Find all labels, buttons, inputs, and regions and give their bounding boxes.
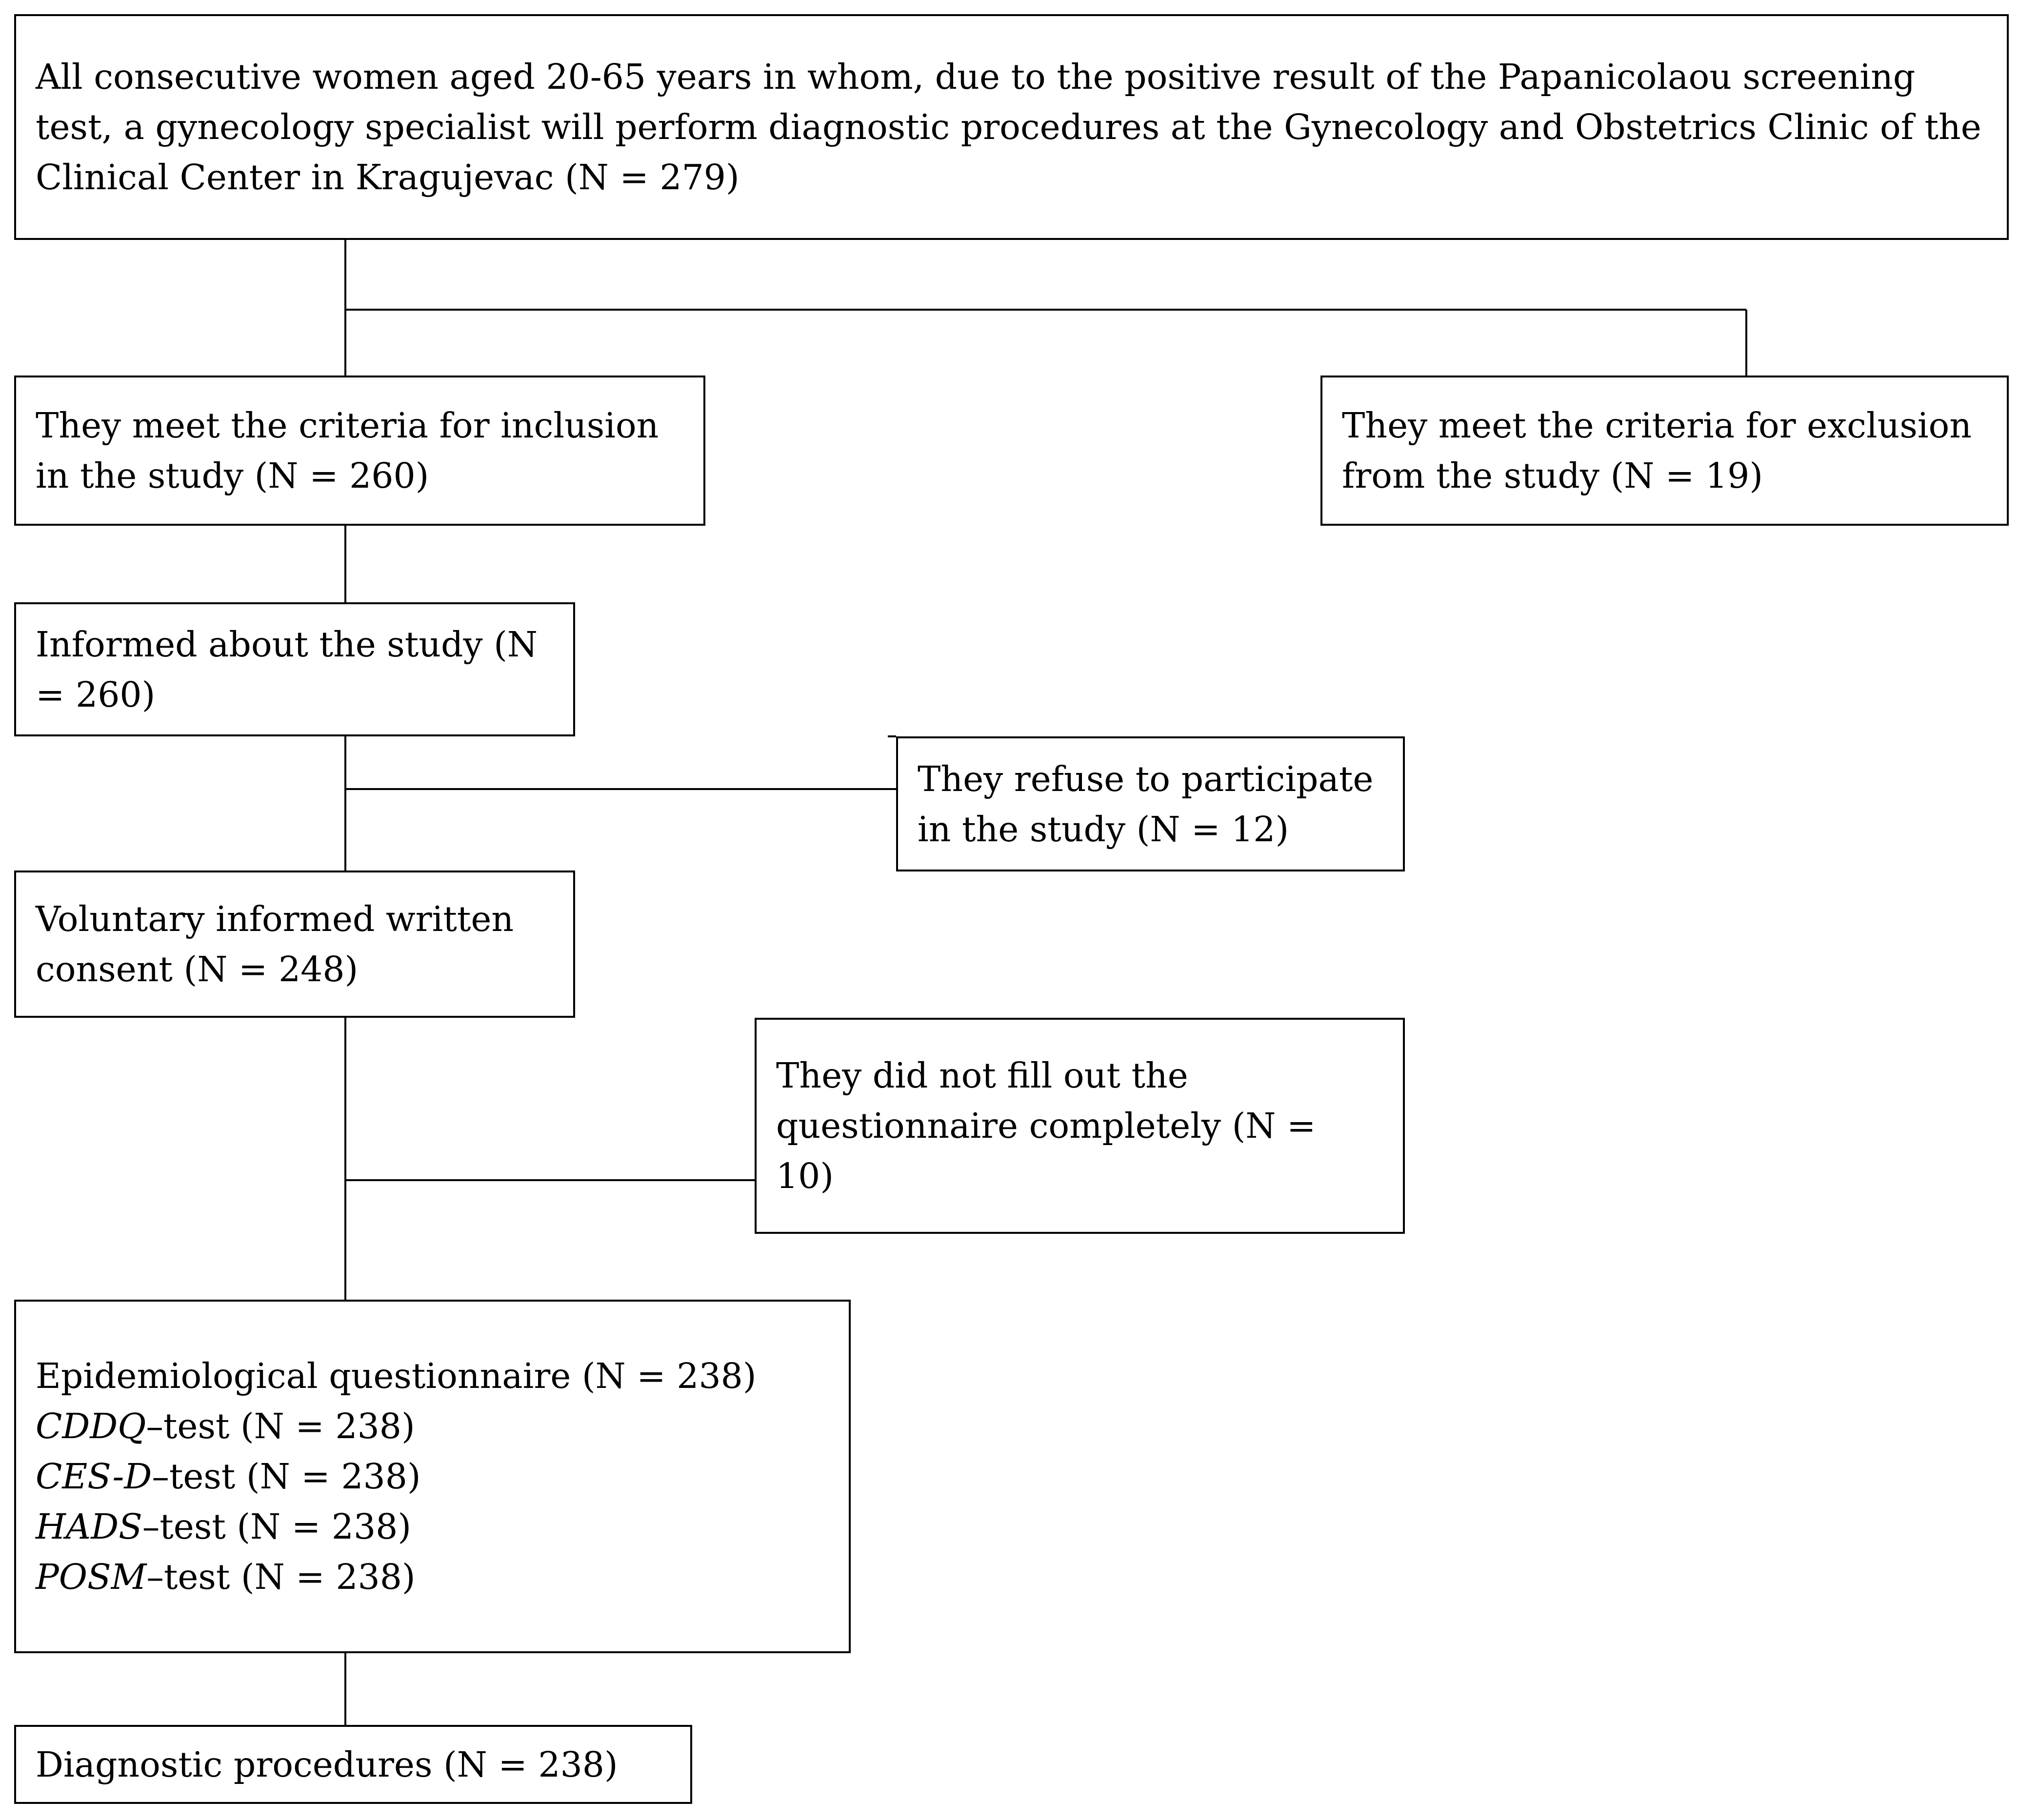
box-diagnostic: Diagnostic procedures (N = 238) xyxy=(14,1725,692,1804)
box-exclusion: They meet the criteria for exclusion fro… xyxy=(1320,376,2009,526)
box-refuse: They refuse to participate in the study … xyxy=(896,736,1405,871)
box-informed: Informed about the study (N = 260) xyxy=(14,602,575,736)
questionnaire-hads-suffix: –test (N = 238) xyxy=(142,1506,412,1547)
questionnaire-cesd-name: CES-D xyxy=(36,1456,152,1497)
box-incomplete: They did not fill out the questionnaire … xyxy=(755,1018,1405,1234)
box-incomplete-text: They did not fill out the questionnaire … xyxy=(776,1055,1316,1196)
questionnaire-cddq-suffix: –test (N = 238) xyxy=(146,1406,415,1446)
box-all-women-text: All consecutive women aged 20-65 years i… xyxy=(36,57,1981,198)
box-inclusion: They meet the criteria for inclusion in … xyxy=(14,376,705,526)
box-consent: Voluntary informed written consent (N = … xyxy=(14,870,575,1018)
questionnaire-hads: HADS–test (N = 238) xyxy=(36,1502,829,1552)
questionnaire-cddq: CDDQ–test (N = 238) xyxy=(36,1401,829,1451)
questionnaire-cddq-name: CDDQ xyxy=(36,1406,146,1446)
questionnaire-posm-name: POSM xyxy=(36,1557,147,1597)
questionnaire-posm: POSM–test (N = 238) xyxy=(36,1552,829,1602)
questionnaire-hads-name: HADS xyxy=(36,1506,142,1547)
questionnaire-posm-suffix: –test (N = 238) xyxy=(146,1557,416,1597)
questionnaire-cesd: CES-D–test (N = 238) xyxy=(36,1451,829,1502)
box-exclusion-text: They meet the criteria for exclusion fro… xyxy=(1342,405,1972,496)
box-all-women: All consecutive women aged 20-65 years i… xyxy=(14,14,2009,240)
questionnaire-cesd-suffix: –test (N = 238) xyxy=(152,1456,421,1497)
box-questionnaires: Epidemiological questionnaire (N = 238) … xyxy=(14,1300,851,1653)
box-inclusion-text: They meet the criteria for inclusion in … xyxy=(36,405,659,496)
box-informed-text: Informed about the study (N = 260) xyxy=(36,624,538,715)
questionnaire-epidemiological: Epidemiological questionnaire (N = 238) xyxy=(36,1356,757,1396)
box-refuse-text: They refuse to participate in the study … xyxy=(918,758,1374,850)
box-diagnostic-text: Diagnostic procedures (N = 238) xyxy=(36,1744,618,1785)
box-consent-text: Voluntary informed written consent (N = … xyxy=(36,899,514,989)
